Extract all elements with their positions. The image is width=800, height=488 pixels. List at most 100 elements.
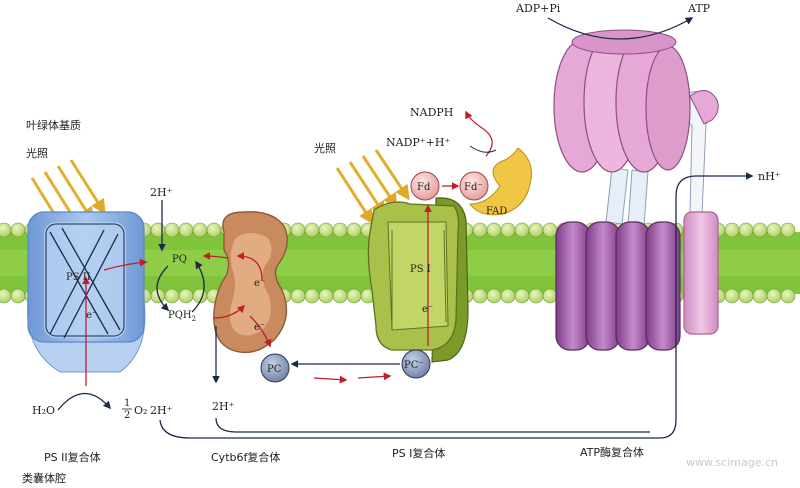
lipid-head — [472, 222, 488, 238]
lipid-head — [206, 222, 222, 238]
lipid-head — [332, 222, 348, 238]
fnr-complex — [410, 110, 532, 216]
lipid-head — [542, 288, 558, 304]
label-cyt-electron-2: e⁻ — [254, 322, 265, 333]
label-pc: PC — [267, 364, 282, 375]
lipid-head — [514, 222, 530, 238]
label-ps2-complex: PS II复合体 — [44, 450, 101, 464]
label-light-left: 光照 — [26, 146, 48, 160]
lipid-head — [192, 222, 208, 238]
lipid-head — [486, 288, 502, 304]
fd-minus-circle — [459, 171, 489, 201]
atpase-pink-subunit — [689, 90, 719, 125]
lipid-head — [752, 288, 768, 304]
cyt-to-pq-electron — [202, 252, 229, 260]
lipid-head — [542, 222, 558, 238]
proton-gradient-loop — [159, 172, 754, 439]
lipid-head — [332, 288, 348, 304]
lipid-head — [486, 222, 502, 238]
lipid-head — [0, 222, 12, 238]
atpase-f1-subunit-4 — [645, 45, 691, 171]
lipid-head — [178, 288, 194, 304]
lipid-head — [290, 222, 306, 238]
lipid-head — [724, 288, 740, 304]
nadp-input-curve — [469, 145, 497, 153]
atpase-fo-ring-2 — [585, 221, 621, 351]
label-oxygen-num: 1 — [124, 398, 130, 409]
lipid-head — [472, 288, 488, 304]
lipid-head — [528, 288, 544, 304]
label-oxygen-den: 2 — [124, 410, 130, 421]
watermark: www.scimage.cn — [686, 456, 778, 469]
adp-to-atp-arrow — [547, 17, 694, 40]
label-pq: PQ — [172, 254, 187, 265]
label-atp: ATP — [687, 2, 711, 15]
label-water: H₂O — [32, 404, 55, 417]
lipid-head — [290, 288, 306, 304]
label-nadph: NADPH — [410, 106, 453, 119]
label-fd-minus: Fd⁻ — [464, 182, 483, 193]
label-ps2: PS II — [66, 272, 91, 283]
lipid-head — [500, 222, 516, 238]
pc-circle — [260, 353, 290, 383]
label-nadp: NADP⁺+H⁺ — [386, 136, 450, 149]
lipid-head — [766, 222, 782, 238]
lipid-head — [164, 222, 180, 238]
fad-shape — [469, 147, 532, 216]
ps2-helix-c — [49, 229, 105, 335]
ps2-helix-a — [49, 231, 109, 335]
label-fad: FAD — [486, 206, 507, 217]
label-cytb6f-complex: Cytb6f复合体 — [211, 450, 280, 464]
label-ps1-complex: PS I复合体 — [392, 446, 445, 460]
label-pqh2: PQH2 — [168, 310, 196, 323]
lipid-head — [738, 288, 754, 304]
flow-arrows — [57, 172, 754, 439]
atpase-fo-ring-4 — [645, 221, 681, 351]
pc-shuttle-red-2 — [357, 372, 392, 381]
label-light-right: 光照 — [314, 141, 336, 155]
atpase-fo-ring-3 — [615, 221, 651, 351]
lipid-head — [780, 288, 796, 304]
ps2-helix-d — [63, 233, 119, 339]
light-rays-right — [335, 149, 410, 225]
label-2h-top: 2H⁺ — [150, 186, 173, 199]
label-2h-mid: 2H⁺ — [150, 404, 173, 417]
label-nh: nH⁺ — [758, 170, 781, 183]
lipid-head — [738, 222, 754, 238]
label-adp-pi: ADP+Pi — [515, 2, 561, 15]
cytb6f-complex — [213, 211, 288, 354]
atpase-fo-ring-1 — [555, 221, 591, 351]
label-ps1-electron: e⁻ — [422, 304, 433, 315]
lipid-head — [528, 222, 544, 238]
plastocyanin — [260, 349, 431, 383]
lipid-head — [10, 288, 26, 304]
labels: 叶绿体基质 光照 光照 类囊体腔 PS II复合体 Cytb6f复合体 PS I… — [22, 2, 781, 485]
lipid-head — [164, 288, 180, 304]
label-ps1: PS I — [410, 264, 431, 275]
ps1-complex — [367, 197, 469, 363]
lipid-head — [500, 288, 516, 304]
lipid-head — [178, 222, 194, 238]
ps2-to-pq-arrow — [103, 258, 148, 271]
pq-cycle-left — [156, 265, 170, 312]
ps2-frame — [45, 223, 125, 337]
label-2h-low: 2H⁺ — [212, 400, 235, 413]
proton-gradient-loop-inner — [215, 417, 650, 433]
atp-synthase-complex — [547, 17, 719, 351]
label-stroma: 叶绿体基质 — [26, 118, 81, 132]
pq-cycle-right — [191, 260, 205, 313]
lipid-head — [752, 222, 768, 238]
pqh2-to-cyt-arrow — [213, 304, 246, 319]
ps1-front-panel — [387, 221, 449, 331]
lipid-head — [10, 222, 26, 238]
label-cyt-electron-1: e⁻ — [254, 278, 265, 289]
lipid-head — [304, 222, 320, 238]
label-lumen: 类囊体腔 — [22, 471, 66, 485]
pc-minus-circle — [401, 349, 431, 379]
lipid-head — [346, 222, 362, 238]
lipid-head — [318, 288, 334, 304]
lipid-head — [766, 288, 782, 304]
atpase-a-subunit — [683, 211, 719, 335]
lipid-head — [150, 222, 166, 238]
